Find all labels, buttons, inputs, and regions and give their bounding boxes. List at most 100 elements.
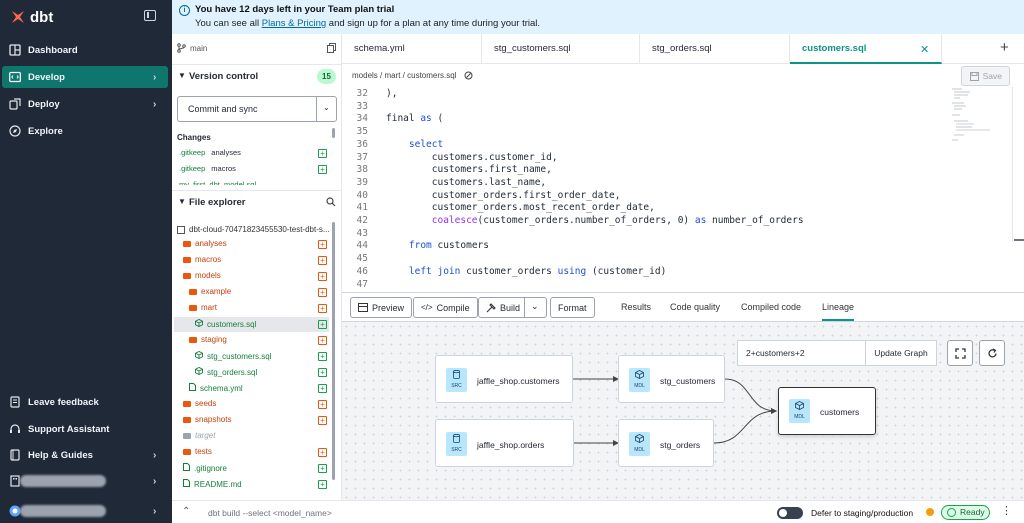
stage-plus-icon[interactable]: + (318, 368, 327, 377)
chevron-down-icon[interactable]: ⌄ (323, 103, 330, 112)
stage-plus-icon[interactable]: + (318, 480, 327, 489)
branch-indicator[interactable]: main (177, 43, 207, 53)
nav-leave-feedback[interactable]: Leave feedback (0, 391, 172, 413)
stage-plus-icon[interactable]: + (318, 256, 327, 265)
commit-and-sync-button[interactable]: Commit and sync ⌄ (177, 96, 337, 122)
save-button[interactable]: Save (961, 66, 1010, 86)
file-tree-item[interactable]: seeds (183, 399, 216, 408)
stage-plus-icon[interactable]: + (318, 336, 327, 345)
file-tree-item[interactable]: .gitignore (183, 463, 227, 473)
stage-plus-icon[interactable]: + (318, 272, 327, 281)
stage-plus-icon[interactable]: + (318, 352, 327, 361)
line-number: 34 (356, 113, 368, 125)
nav-support-assistant[interactable]: Support Assistant (0, 418, 172, 440)
file-tree-item[interactable]: snapshots (183, 415, 231, 424)
nav-dashboard[interactable]: Dashboard (0, 39, 172, 61)
lineage-graph[interactable]: 2+customers+2 Update Graph SRC jaffle_sh… (342, 322, 1024, 500)
format-button[interactable]: Format (550, 297, 595, 318)
file-tree-item[interactable]: schema.yml (189, 383, 243, 393)
file-tree-item[interactable]: staging (189, 335, 227, 344)
settings-icon[interactable] (464, 71, 473, 80)
stage-plus-icon[interactable]: + (318, 448, 327, 457)
new-tab-icon[interactable]: + (1000, 39, 1009, 56)
update-graph-button[interactable]: Update Graph (865, 340, 937, 366)
nav-explore[interactable]: Explore (0, 120, 172, 142)
git-branch-icon (177, 43, 186, 53)
fullscreen-button[interactable] (947, 340, 973, 366)
repo-icon (177, 225, 185, 234)
collapse-sidebar-icon[interactable] (144, 10, 156, 21)
code-minimap[interactable] (950, 87, 1020, 147)
change-item[interactable]: my_first_dbt_model.sql (179, 180, 256, 185)
stage-plus-icon[interactable]: + (318, 149, 327, 158)
change-dir: analyses (211, 148, 241, 157)
tab-schema-yml[interactable]: schema.yml (342, 34, 482, 64)
stage-plus-icon[interactable]: + (318, 240, 327, 249)
stage-plus-icon[interactable]: + (318, 288, 327, 297)
defer-toggle[interactable] (777, 507, 803, 519)
stage-plus-icon[interactable]: + (318, 165, 327, 174)
file-tree-item[interactable]: README.md (183, 479, 242, 489)
close-tab-icon[interactable]: ✕ (920, 44, 930, 56)
file-tree-item[interactable]: stg_orders.sql (195, 366, 257, 377)
node-stg-orders[interactable]: MDL stg_orders (618, 419, 714, 467)
node-customers-selected[interactable]: MDL customers (778, 387, 876, 435)
version-control-header[interactable]: ▼ Version control 15 (172, 64, 342, 88)
cube-icon (795, 401, 804, 410)
tab-results[interactable]: Results (621, 302, 652, 312)
ready-status-badge[interactable]: Ready (941, 505, 990, 520)
explorer-scrollbar[interactable] (332, 222, 335, 480)
file-tree-item[interactable]: example (189, 287, 231, 296)
more-options-icon[interactable]: ⋮ (1001, 505, 1012, 517)
lightbulb-icon[interactable] (926, 508, 934, 516)
changes-scrollbar[interactable] (332, 128, 335, 138)
file-tree-item[interactable]: target (183, 431, 215, 440)
tab-lineage[interactable]: Lineage (822, 302, 855, 321)
nav-profile[interactable]: › (0, 500, 172, 522)
chevron-up-icon[interactable]: ⌃ (182, 506, 191, 517)
stage-plus-icon[interactable]: + (318, 304, 327, 313)
preview-button[interactable]: Preview (350, 297, 413, 318)
tab-code-quality[interactable]: Code quality (670, 302, 721, 312)
tab-stg-customers[interactable]: stg_customers.sql (482, 34, 640, 64)
graph-selector-input[interactable]: 2+customers+2 (737, 340, 866, 366)
node-jaffle-shop-orders[interactable]: SRC jaffle_shop.orders (435, 419, 574, 467)
nav-deploy[interactable]: Deploy › (0, 93, 172, 115)
stage-plus-icon[interactable]: + (318, 464, 327, 473)
tab-compiled-code[interactable]: Compiled code (741, 302, 802, 312)
refresh-button[interactable] (979, 340, 1005, 366)
nav-label: Leave feedback (28, 396, 99, 408)
nav-help-guides[interactable]: Help & Guides › (0, 444, 172, 466)
project-root[interactable]: dbt-cloud-70471823455530-test-dbt-s... (177, 225, 330, 234)
stage-plus-icon[interactable]: + (318, 320, 327, 329)
nav-develop[interactable]: Develop › (2, 66, 168, 88)
node-stg-customers[interactable]: MDL stg_customers (618, 355, 725, 403)
file-tree-item[interactable]: analyses (183, 239, 227, 248)
plans-pricing-link[interactable]: Plans & Pricing (261, 18, 327, 29)
chevron-down-icon[interactable]: ⌄ (531, 301, 539, 311)
nav-account[interactable]: › (0, 470, 172, 492)
command-input[interactable]: dbt build --select <model_name> (208, 508, 332, 518)
file-tree-item[interactable]: stg_customers.sql (195, 350, 271, 361)
file-tree-item[interactable]: mart (189, 303, 217, 312)
file-tree-item[interactable]: macros (183, 255, 221, 264)
editor-scrollbar[interactable] (1012, 87, 1013, 241)
tab-customers[interactable]: customers.sql (790, 34, 942, 64)
stage-plus-icon[interactable]: + (318, 384, 327, 393)
file-explorer-header[interactable]: ▼ File explorer (172, 190, 342, 214)
stage-plus-icon[interactable]: + (318, 416, 327, 425)
build-button[interactable]: Build ⌄ (478, 297, 548, 318)
file-tree-item[interactable]: models (183, 271, 221, 280)
file-tree-item[interactable]: customers.sql (195, 318, 256, 329)
compile-button[interactable]: </> Compile (413, 297, 478, 318)
search-icon[interactable] (326, 197, 336, 207)
copy-icon[interactable] (327, 43, 336, 53)
tab-stg-orders[interactable]: stg_orders.sql (640, 34, 790, 64)
dbt-logo[interactable]: dbt (10, 8, 53, 26)
node-jaffle-shop-customers[interactable]: SRC jaffle_shop.customers (435, 355, 573, 403)
stage-plus-icon[interactable]: + (318, 400, 327, 409)
file-tree-item[interactable]: tests (183, 447, 212, 456)
